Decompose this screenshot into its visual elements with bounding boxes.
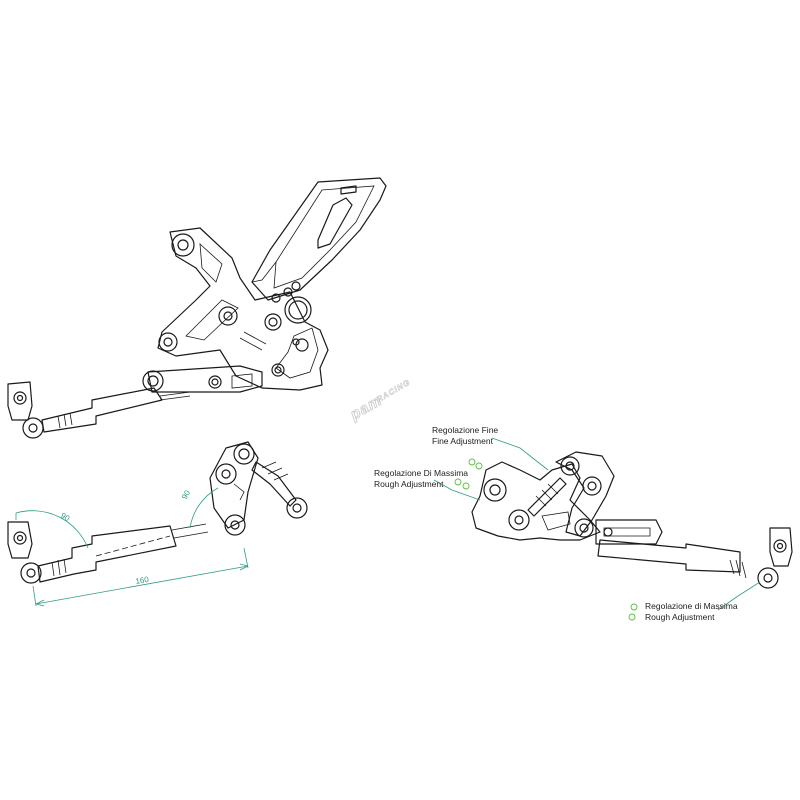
top-linkage-rod xyxy=(41,387,163,433)
right-bracket xyxy=(471,461,601,541)
right-lever xyxy=(555,451,615,537)
leader-lines xyxy=(433,437,761,611)
main-bracket xyxy=(157,227,329,391)
pivot-knob xyxy=(284,296,312,324)
callout-fine-line2: Fine Adjustment xyxy=(432,436,493,446)
angle-right-label: 90 xyxy=(180,488,193,501)
adjustment-indicators xyxy=(454,458,638,621)
callout-rough-top-line1: Regolazione Di Massima xyxy=(374,468,469,478)
heel-guard-plate xyxy=(251,177,387,301)
callout-fine-line1: Regolazione Fine xyxy=(432,425,499,435)
callout-fine-adjustment: Regolazione Fine Fine Adjustment xyxy=(432,425,498,447)
callout-rough-top-line2: Rough Adjustment xyxy=(374,479,444,489)
callout-rough-bottom-line1: Regolazione di Massima xyxy=(645,601,738,611)
angle-left-label: 90 xyxy=(59,511,72,524)
left-clevis xyxy=(7,521,33,559)
shift-lever-arm xyxy=(147,365,263,393)
right-clevis xyxy=(769,527,793,567)
pam-racing-watermark: pam RACING xyxy=(346,377,412,424)
left-shift-lever xyxy=(209,441,259,529)
callout-rough-adjustment-top: Regolazione Di Massima Rough Adjustment xyxy=(374,468,468,490)
heel-guard-slot xyxy=(317,197,353,249)
callout-rough-bottom-line2: Rough Adjustment xyxy=(645,612,715,622)
length-label: 160 xyxy=(135,575,150,586)
right-horizontal-bar xyxy=(595,519,663,545)
svg-text:RACING: RACING xyxy=(375,378,412,405)
top-clevis xyxy=(7,381,33,421)
dimension-annotations: 90 90 160 xyxy=(15,487,249,607)
left-side-view xyxy=(7,441,308,584)
top-rearset-assembly xyxy=(7,177,387,439)
left-linkage-rod xyxy=(37,525,177,583)
callout-rough-adjustment-bottom: Regolazione di Massima Rough Adjustment xyxy=(645,601,738,623)
right-side-view xyxy=(471,451,793,589)
right-linkage-rod xyxy=(597,539,741,573)
